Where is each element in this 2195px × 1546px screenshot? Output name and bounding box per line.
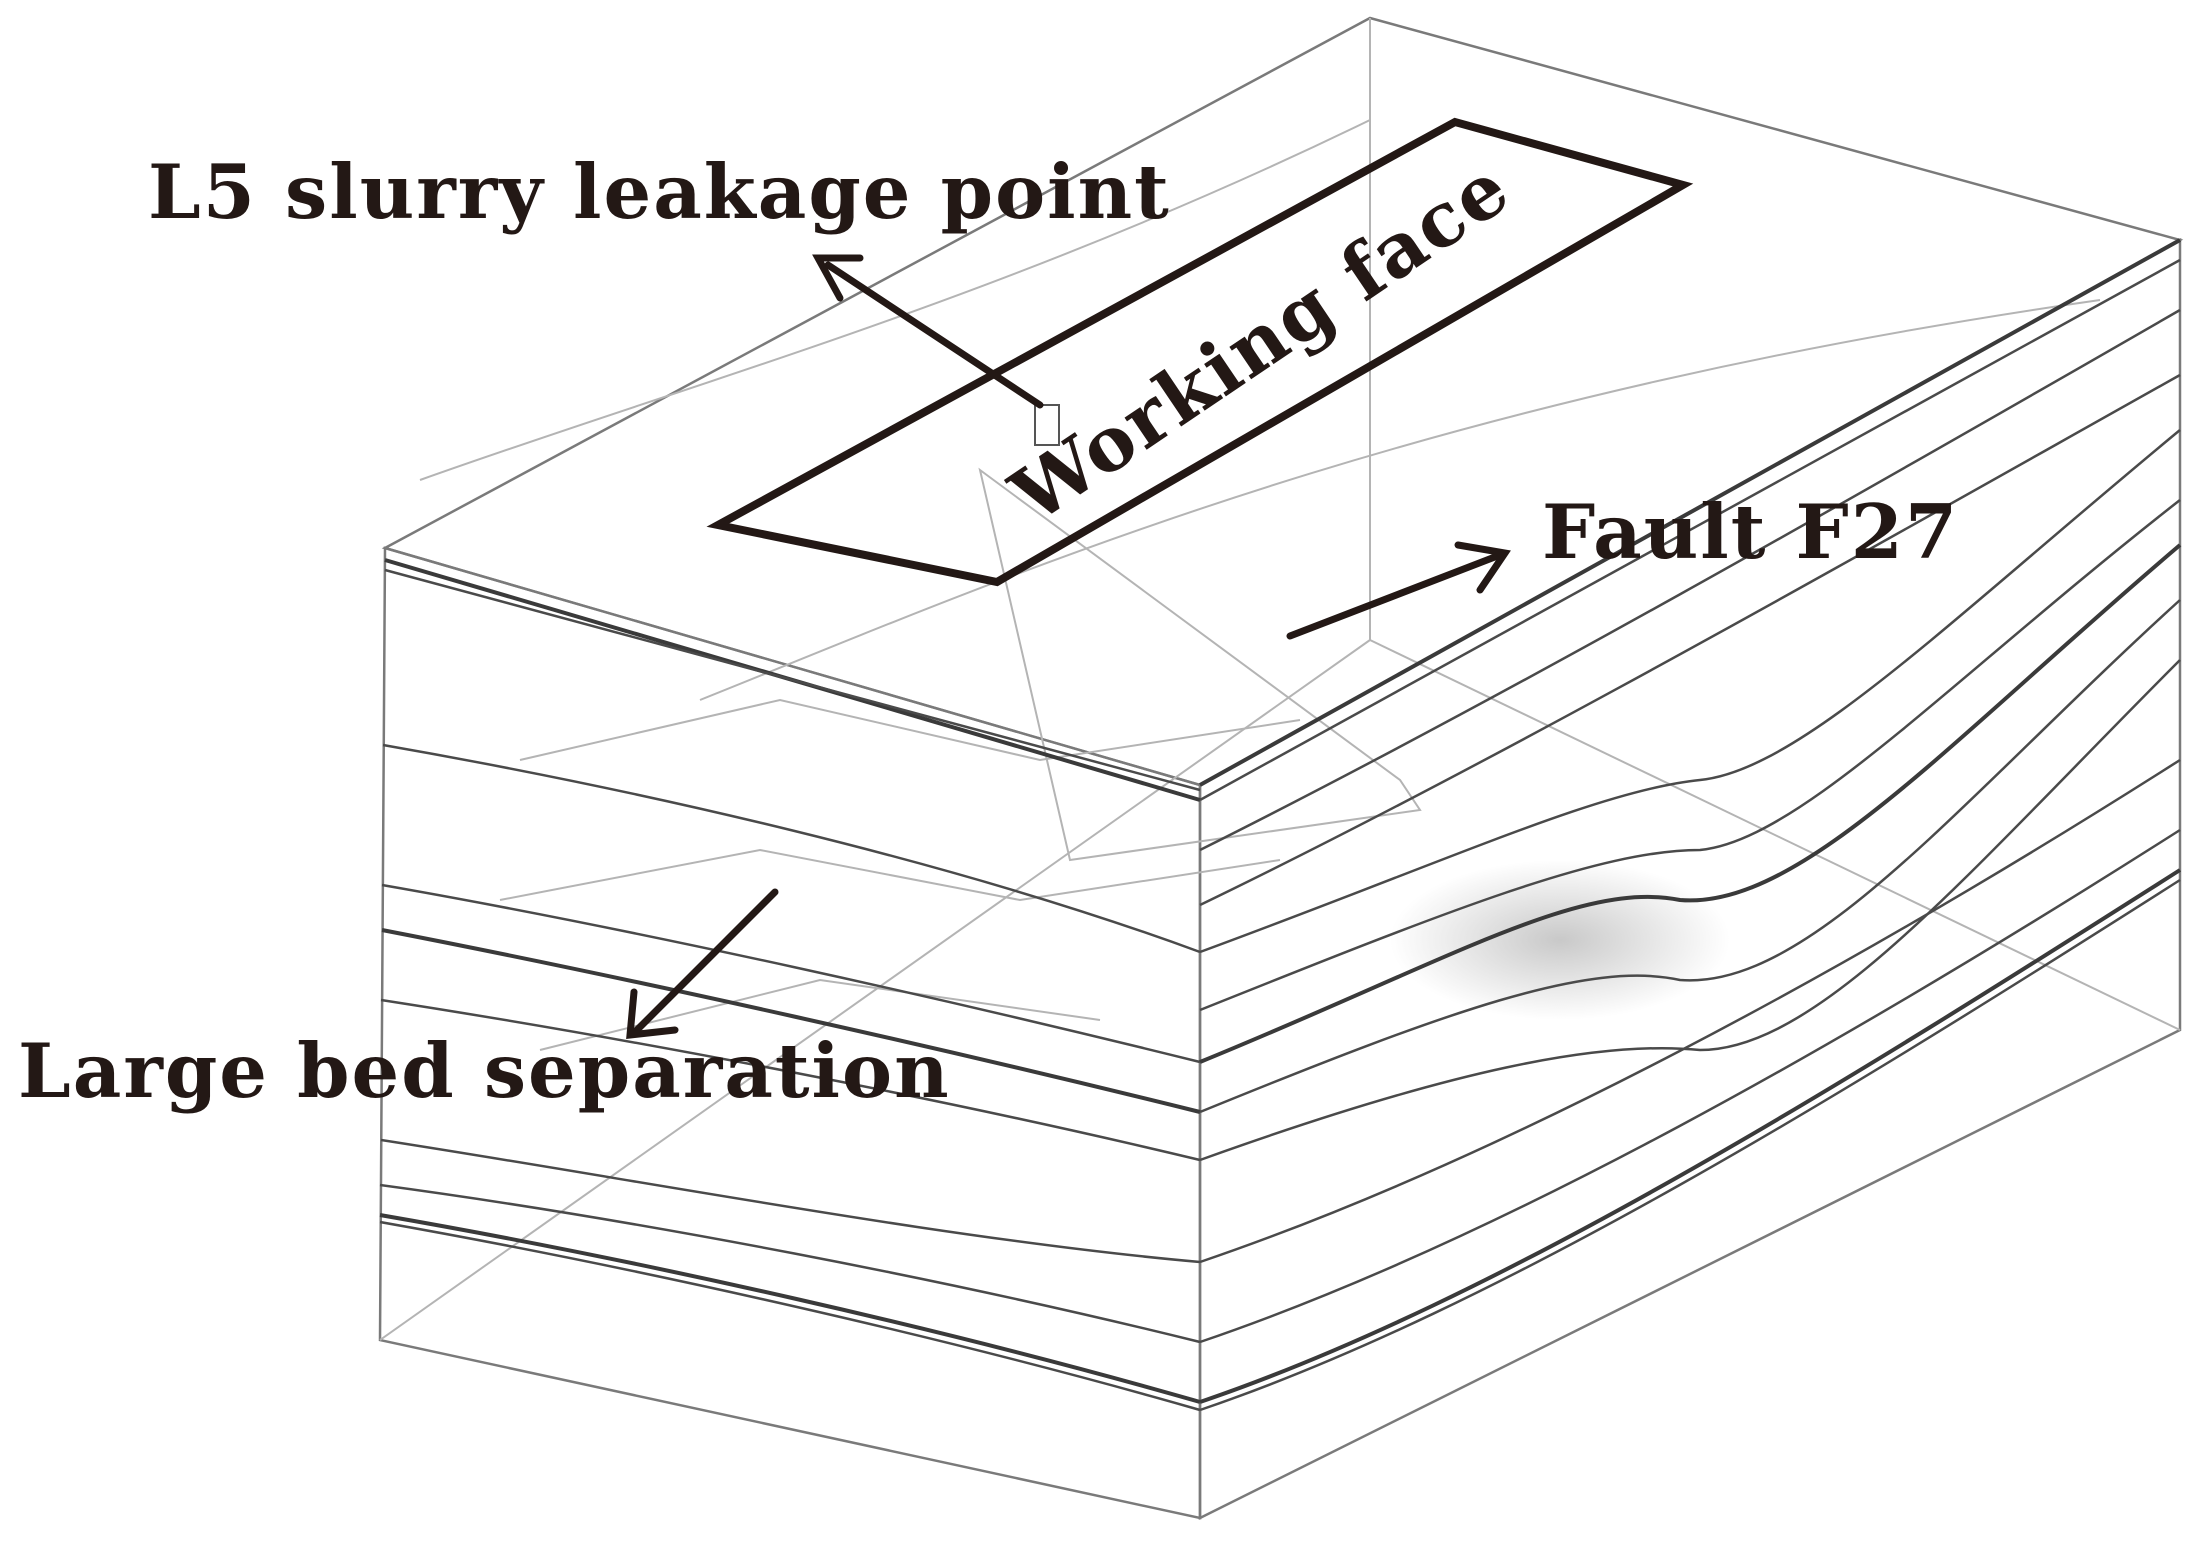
borehole-marker	[1034, 404, 1060, 446]
arrow-bed-separation	[626, 888, 779, 1039]
block-faces	[378, 16, 2184, 1521]
hidden-edges	[379, 18, 2181, 1341]
bed-separation-label: Large bed separation	[18, 1027, 951, 1115]
block-top-face	[381, 16, 2184, 787]
block-side-face	[1198, 237, 2182, 1521]
arrow-fault	[1286, 541, 1511, 640]
fault-label: Fault F27	[1542, 488, 1959, 576]
leakage-point-label: L5 slurry leakage point	[148, 148, 1171, 236]
arrow-leakage-point	[812, 254, 1044, 409]
front-strata	[379, 558, 1201, 1412]
working-face-outline	[706, 117, 1694, 587]
side-strata	[1199, 238, 2182, 1412]
subsidence-shadow	[1390, 860, 1730, 1020]
